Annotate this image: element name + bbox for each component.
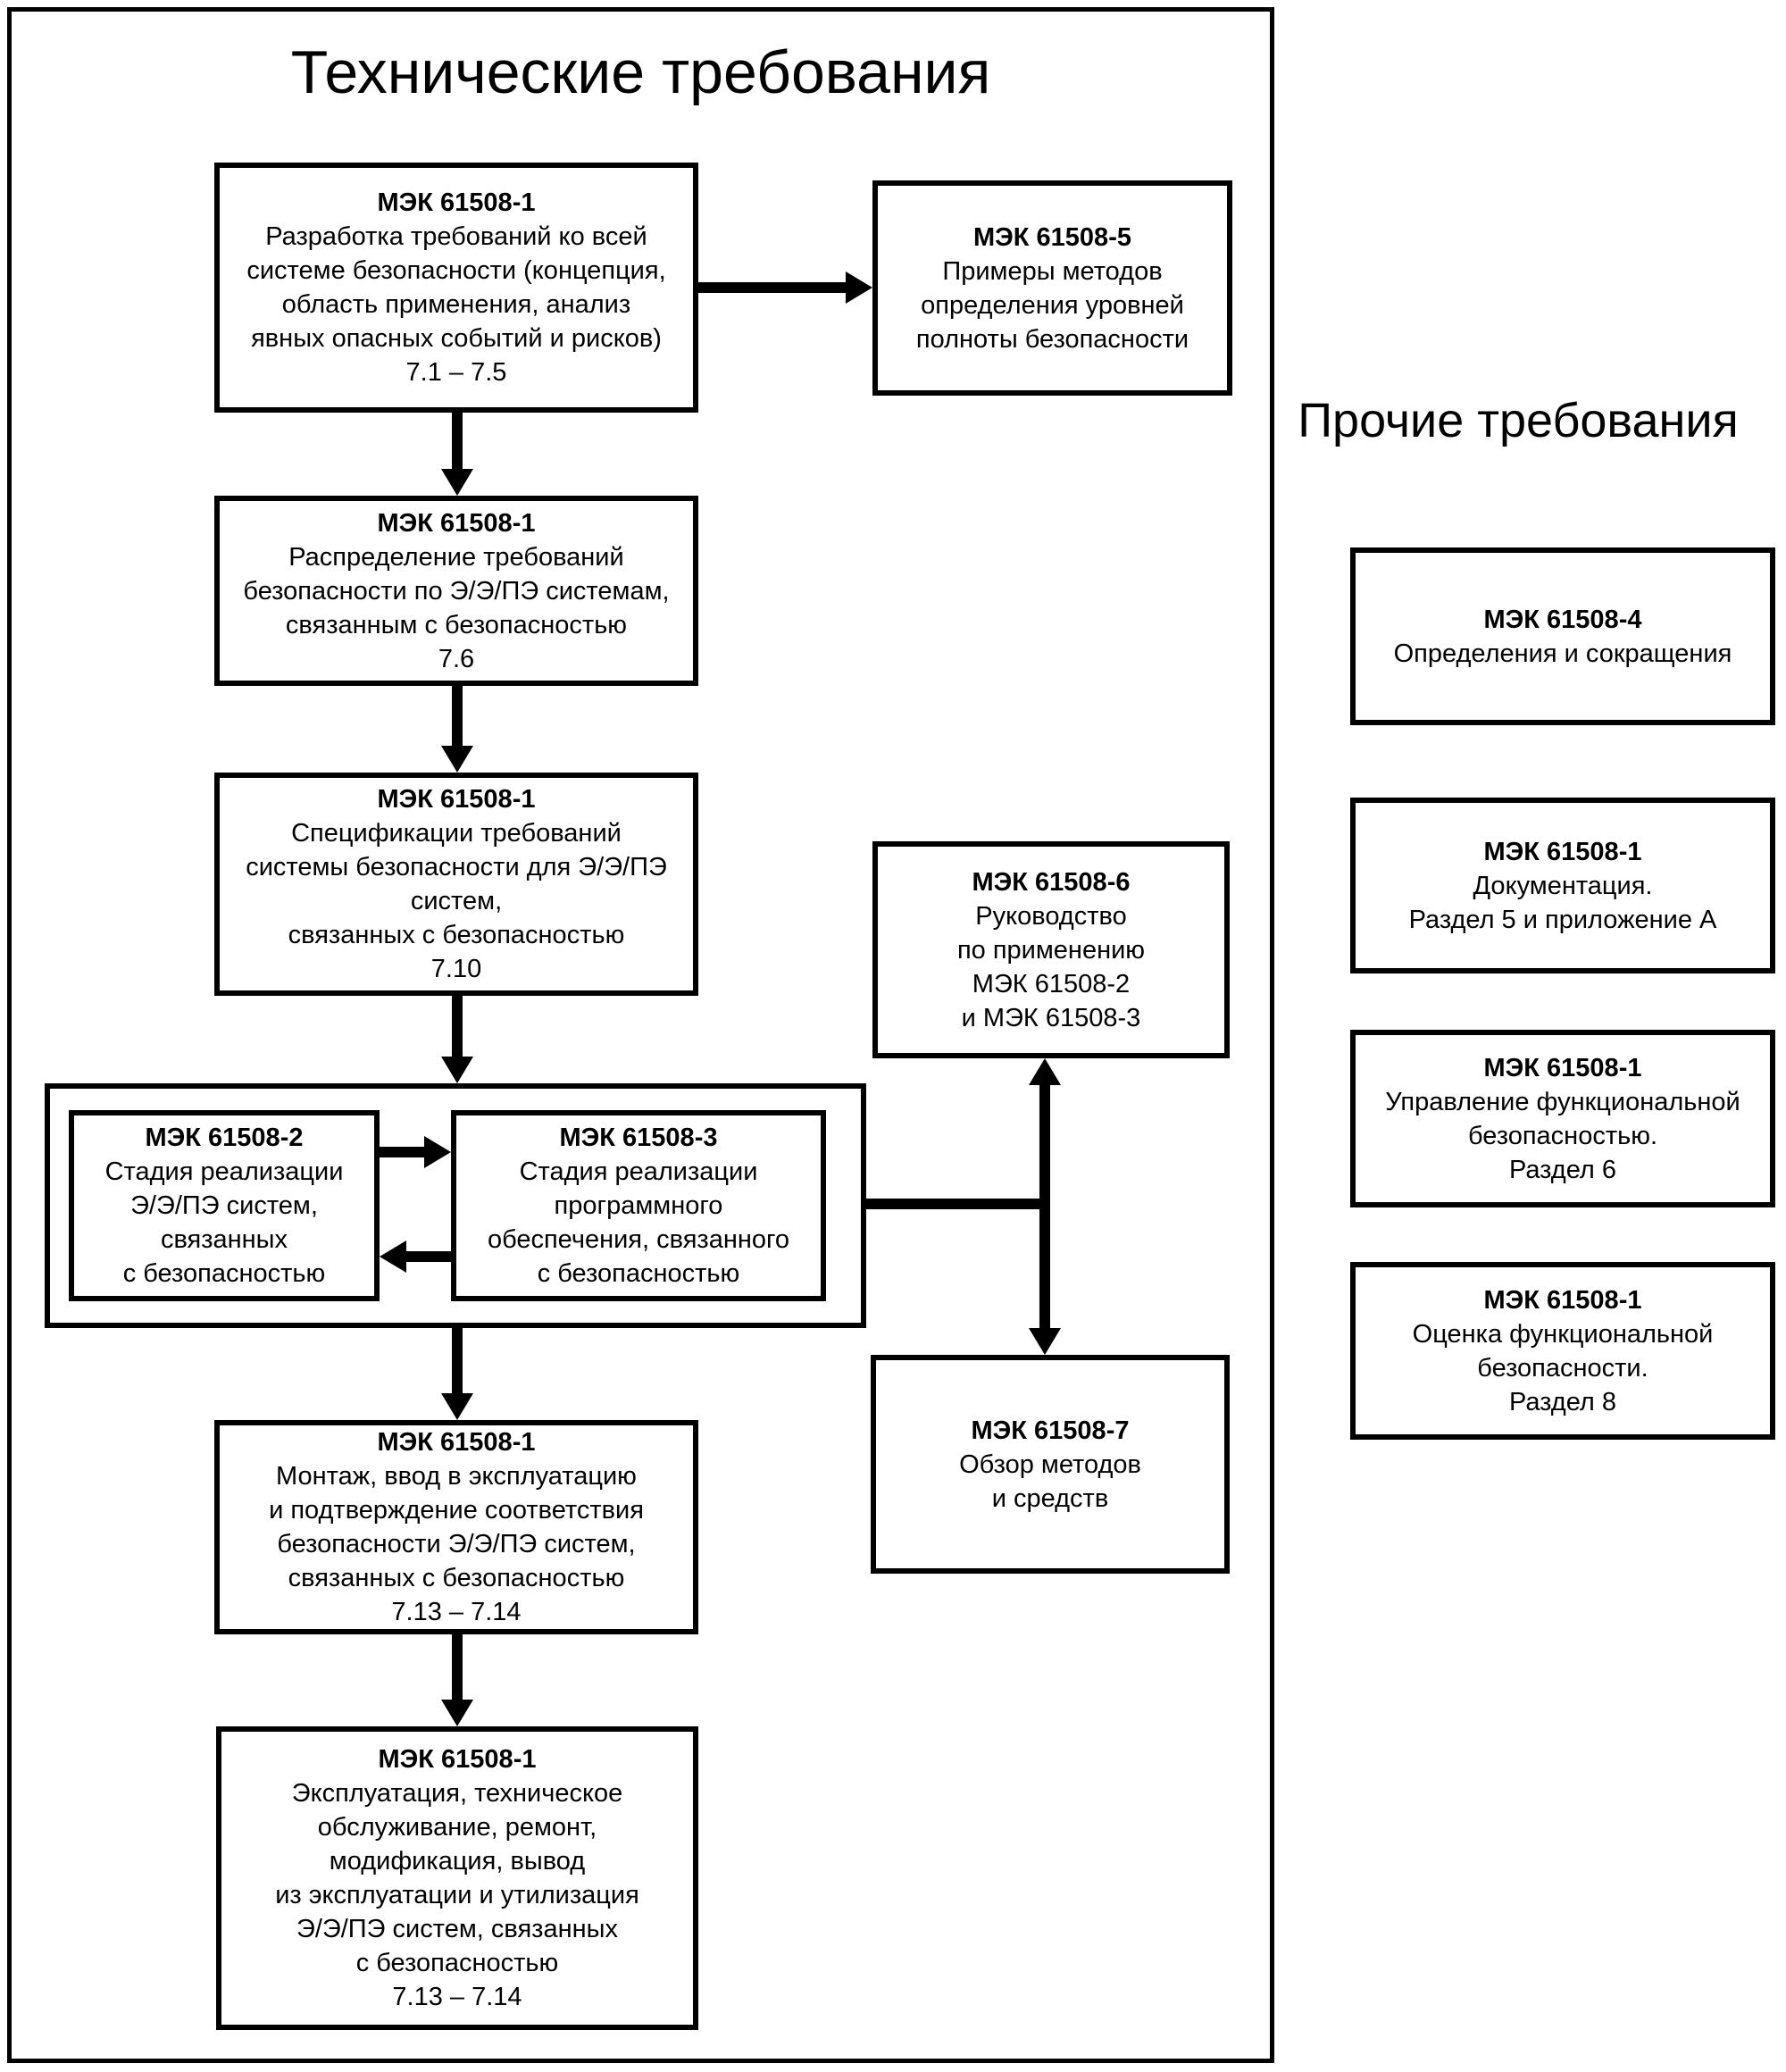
standard-code: МЭК 61508-1	[1483, 1053, 1642, 1082]
standard-code: МЭК 61508-1	[377, 188, 536, 217]
arrow-head-down-icon	[441, 1057, 473, 1083]
box-text: Распределение требований безопасности по…	[243, 542, 670, 673]
box-sil-methods-examples: МЭК 61508-5 Примеры методов определения …	[872, 180, 1232, 396]
box-realisation-hardware: МЭК 61508-2 Стадия реализации Э/Э/ПЭ сис…	[69, 1110, 380, 1301]
standard-code: МЭК 61508-1	[378, 1745, 537, 1774]
box-text: Управление функциональной безопасностью.…	[1385, 1087, 1740, 1184]
standard-code: МЭК 61508-7	[971, 1416, 1130, 1445]
box-text: Разработка требований ко всей системе бе…	[246, 222, 666, 387]
box-development-requirements: МЭК 61508-1 Разработка требований ко все…	[214, 163, 698, 413]
arrow-shaft	[452, 1634, 463, 1700]
arrow-head-down-icon	[441, 1700, 473, 1726]
box-operation-maintenance: МЭК 61508-1 Эксплуатация, техническое об…	[216, 1726, 698, 2030]
box-text: Оценка функциональной безопасности. Разд…	[1412, 1319, 1714, 1416]
arrow-shaft	[452, 686, 463, 746]
arrow-shaft	[380, 1147, 424, 1157]
arrow-shaft	[406, 1251, 451, 1262]
arrow-shaft	[452, 1328, 463, 1393]
arrow-head-right-icon	[424, 1136, 451, 1168]
other-requirements-title: Прочие требования	[1298, 394, 1739, 447]
box-text: Монтаж, ввод в эксплуатацию и подтвержде…	[269, 1462, 644, 1626]
box-functional-safety-assessment: МЭК 61508-1 Оценка функциональной безопа…	[1350, 1262, 1775, 1440]
arrow-head-down-icon	[441, 746, 473, 773]
arrow-head-down-icon	[441, 469, 473, 496]
standard-code: МЭК 61508-4	[1483, 605, 1642, 634]
standard-code: МЭК 61508-5	[973, 222, 1131, 252]
arrow-head-down-icon	[1029, 1328, 1061, 1355]
standard-code: МЭК 61508-1	[1483, 837, 1642, 866]
box-text: Документация. Раздел 5 и приложение А	[1408, 871, 1717, 934]
standard-code: МЭК 61508-1	[377, 1428, 536, 1457]
arrow-head-down-icon	[441, 1393, 473, 1420]
standard-code: МЭК 61508-1	[377, 508, 536, 538]
standard-code: МЭК 61508-2	[145, 1124, 304, 1152]
box-text: Примеры методов определения уровней полн…	[915, 256, 1189, 354]
box-text: Обзор методов и средств	[959, 1450, 1141, 1513]
box-safety-specification: МЭК 61508-1 Спецификации требований сист…	[214, 773, 698, 996]
arrow-shaft	[698, 282, 846, 293]
box-application-guidelines: МЭК 61508-6 Руководство по применению МЭ…	[872, 841, 1230, 1058]
box-text: Руководство по применению МЭК 61508-2 и …	[956, 901, 1146, 1032]
box-documentation: МЭК 61508-1 Документация. Раздел 5 и при…	[1350, 798, 1775, 973]
arrow-shaft	[452, 996, 463, 1057]
box-text: Стадия реализации программного обеспечен…	[487, 1157, 790, 1288]
technical-requirements-title: Технические требования	[290, 38, 991, 106]
box-requirements-allocation: МЭК 61508-1 Распределение требований без…	[214, 496, 698, 686]
box-text: Стадия реализации Э/Э/ПЭ систем, связанн…	[104, 1157, 344, 1288]
arrow-head-left-icon	[380, 1241, 406, 1273]
box-techniques-overview: МЭК 61508-7 Обзор методов и средств	[871, 1355, 1230, 1574]
arrow-shaft	[452, 413, 463, 469]
connector-horizontal	[866, 1199, 1050, 1209]
box-realisation-software: МЭК 61508-3 Стадия реализации программно…	[451, 1110, 826, 1301]
standard-code: МЭК 61508-1	[1483, 1285, 1642, 1315]
box-text: Эксплуатация, техническое обслуживание, …	[275, 1779, 639, 2011]
box-installation-validation: МЭК 61508-1 Монтаж, ввод в эксплуатацию …	[214, 1420, 698, 1634]
standard-code: МЭК 61508-6	[972, 867, 1131, 897]
arrow-head-right-icon	[846, 272, 872, 304]
arrow-head-up-icon	[1029, 1058, 1061, 1085]
box-text: Определения и сокращения	[1393, 639, 1732, 668]
standard-code: МЭК 61508-3	[559, 1124, 718, 1152]
connector-vertical	[1039, 1082, 1050, 1331]
standard-code: МЭК 61508-1	[377, 785, 536, 814]
box-text: Спецификации требований системы безопасн…	[246, 819, 667, 983]
box-functional-safety-management: МЭК 61508-1 Управление функциональной бе…	[1350, 1030, 1775, 1207]
box-definitions-abbreviations: МЭК 61508-4 Определения и сокращения	[1350, 547, 1775, 725]
